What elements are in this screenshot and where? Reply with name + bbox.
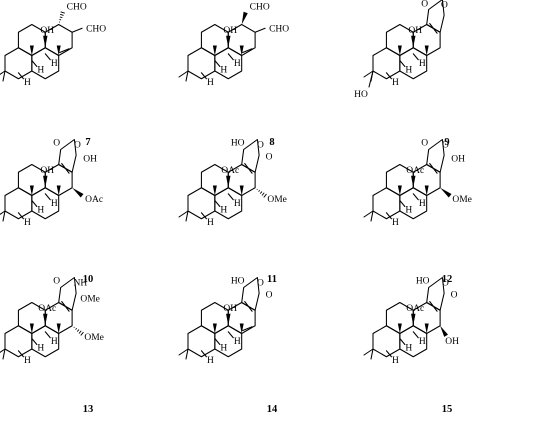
atom-label: H — [405, 66, 412, 76]
atom-label: O — [451, 290, 458, 300]
atom-label: OMe — [452, 195, 472, 205]
atom-label: O — [266, 290, 273, 300]
atom-label: O — [53, 139, 60, 149]
atom-label: HO — [231, 277, 245, 287]
atom-label: OH — [451, 154, 465, 164]
atom-label: H — [419, 199, 426, 209]
atom-label: H — [207, 356, 214, 366]
atom-label: H — [234, 199, 241, 209]
atom-label: H — [37, 344, 44, 354]
atom-label: O — [421, 0, 428, 10]
atom-label: H — [234, 337, 241, 347]
atom-label: H — [207, 78, 214, 88]
atom-label: OMe — [84, 333, 104, 343]
atom-label: O — [442, 141, 449, 151]
atom-label: OAc — [38, 304, 56, 314]
atom-label: O — [53, 277, 60, 287]
atom-label: OH — [445, 337, 459, 347]
atom-label: H — [24, 218, 31, 228]
atom-label: H — [392, 78, 399, 88]
compound-number: 10 — [83, 274, 94, 285]
atom-label: OMe — [267, 195, 287, 205]
atom-label: HO — [231, 139, 245, 149]
atom-label: H — [405, 206, 412, 216]
atom-label: OAc — [406, 304, 424, 314]
atom-label: O — [442, 279, 449, 289]
atom-label: CHO — [269, 24, 289, 34]
compound-number: 14 — [267, 404, 278, 415]
atom-label: CHO — [250, 3, 270, 13]
atom-label: H — [207, 218, 214, 228]
atom-label: H — [234, 59, 241, 69]
atom-label: H — [392, 356, 399, 366]
compound-number: 7 — [85, 137, 90, 148]
atom-label: H — [419, 59, 426, 69]
atom-label: OAc — [406, 166, 424, 176]
atom-label: H — [51, 59, 58, 69]
atom-label: NH — [74, 279, 88, 289]
atom-label: OH — [408, 26, 422, 36]
atom-label: OH — [40, 166, 54, 176]
atom-label: H — [405, 344, 412, 354]
atom-label: O — [421, 139, 428, 149]
compound-number: 9 — [444, 137, 449, 148]
atom-label: H — [37, 206, 44, 216]
compound-number: 15 — [442, 404, 453, 415]
atom-label: O — [266, 152, 273, 162]
atom-label: OAc — [221, 166, 239, 176]
atom-label: CHO — [67, 3, 87, 13]
atom-label: H — [220, 206, 227, 216]
atom-label: HO — [416, 277, 430, 287]
compound-number: 13 — [83, 404, 94, 415]
atom-label: O — [257, 141, 264, 151]
compound-number: 8 — [269, 137, 274, 148]
atom-label: OAc — [85, 195, 103, 205]
atom-label: H — [419, 337, 426, 347]
atom-label: H — [220, 66, 227, 76]
atom-label: H — [37, 66, 44, 76]
atom-label: HO — [354, 90, 368, 100]
atom-label: H — [24, 78, 31, 88]
compound-number: 11 — [267, 274, 277, 285]
atom-label: H — [51, 337, 58, 347]
atom-label: O — [74, 141, 81, 151]
atom-label: CHO — [86, 24, 106, 34]
atom-label: O — [441, 1, 448, 11]
atom-label: OH — [40, 26, 54, 36]
atom-label: H — [220, 344, 227, 354]
atom-label: H — [392, 218, 399, 228]
atom-label: OH — [83, 154, 97, 164]
atom-label: OH — [223, 26, 237, 36]
atom-label: O — [257, 279, 264, 289]
atom-label: H — [51, 199, 58, 209]
atom-label: OH — [223, 304, 237, 314]
atom-label: H — [24, 356, 31, 366]
atom-label: OMe — [80, 294, 100, 304]
compound-number: 12 — [442, 274, 453, 285]
